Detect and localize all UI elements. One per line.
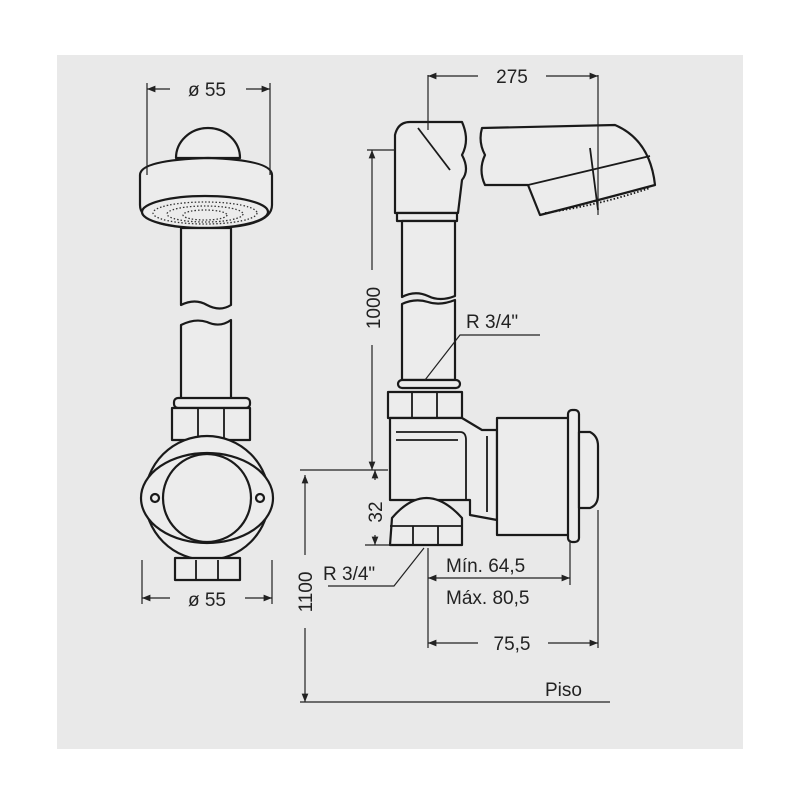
floor-label: Piso	[545, 680, 582, 701]
front-diameter-top-label: ø 55	[188, 80, 226, 101]
depth-75-label: 75,5	[494, 634, 531, 655]
front-diameter-bottom-label: ø 55	[188, 590, 226, 611]
min-depth-label: Mín. 64,5	[446, 556, 525, 577]
thread-upper-label: R 3/4"	[466, 312, 518, 333]
front-view	[138, 126, 275, 582]
floor-height-label: 1100	[296, 572, 317, 613]
side-view	[386, 120, 657, 547]
offset-32-label: 32	[366, 501, 387, 522]
max-depth-label: Máx. 80,5	[446, 588, 529, 609]
thread-lower-label: R 3/4"	[323, 564, 375, 585]
arm-length-label: 275	[496, 67, 528, 88]
pipe-height-label: 1000	[364, 287, 385, 329]
